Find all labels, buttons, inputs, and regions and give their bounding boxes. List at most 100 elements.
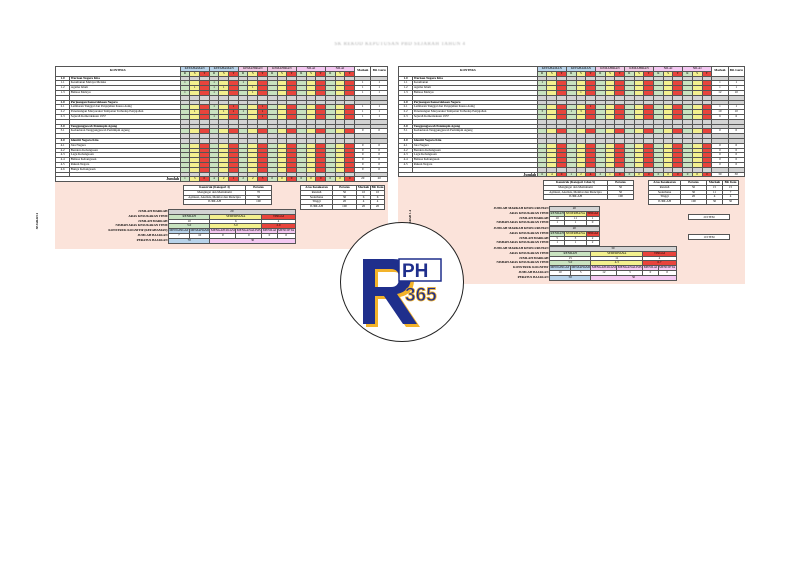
jumlah-cell: 0 — [653, 171, 664, 178]
jumlah-cell: 1 — [228, 176, 239, 183]
table-row — [54, 133, 388, 139]
band-label: ARAS KESUKARAN ITEM — [128, 214, 168, 218]
nisbah-cell: 1 — [564, 240, 587, 247]
aras-cell: TINGGI — [585, 210, 600, 217]
small-header: Bil. Item — [722, 180, 739, 186]
small-header: Aras Kesukaran — [648, 180, 681, 186]
jumlah-cell: 3 — [257, 176, 268, 183]
jumlah-cell: 0 — [266, 176, 278, 183]
konteks-header: KONTEKS — [398, 66, 538, 77]
small-cell: Aplikasi, Analisis, Menilai dan Mencipta — [183, 194, 246, 201]
band-label: NISBAH ARAS KESUKARAN ITEM — [115, 223, 168, 228]
peratus-cell: 30 — [209, 237, 296, 244]
small-cell: 20 — [356, 204, 371, 210]
small-cell: Aplikasi, Analisis, Menilai dan Mencipta — [543, 189, 608, 196]
jumlah-cell: 0 — [325, 176, 336, 183]
jumlah-cell: 2 — [575, 171, 587, 178]
small-cell: 20 — [370, 204, 385, 210]
jumlah-cell: 0 — [701, 171, 713, 178]
table-row — [397, 166, 746, 173]
jumlah-cell: 1 — [565, 171, 577, 178]
jumlah-cell: 0 — [315, 176, 326, 183]
band-label: KONSTRUK KOGNITIF (KEFAHAMAN) — [108, 228, 168, 233]
table-row — [54, 118, 388, 125]
jumlah-label: Jumlah — [398, 171, 538, 178]
konstruk-cell: MENILAI — [642, 265, 659, 271]
band-label: ARAS KESUKARAN ITEM — [509, 211, 549, 215]
jumlah-cell: 0 — [633, 171, 645, 178]
small-cell: 100 — [245, 199, 272, 206]
jumlah-cell: 2 — [237, 176, 249, 183]
small-header: Markah — [356, 185, 371, 191]
small-cell: 30 — [722, 199, 739, 205]
peratus-cell: 50 — [548, 274, 592, 281]
jumlah-cell: 0 — [556, 171, 567, 178]
jumlah-cell: 4 — [546, 171, 558, 178]
band-label: ARAS KESUKARAN ITEM — [509, 231, 549, 235]
band-label: NISBAH ARAS KESUKARAN ITEM — [496, 260, 549, 265]
small-cell: JUMLAH — [543, 194, 608, 201]
item-count: 10 ITEM — [688, 234, 730, 240]
jumlah-cell: 0 — [643, 171, 655, 178]
band-label: NISBAH ARAS KESUKARAN ITEM — [496, 240, 549, 245]
jumlah-cell: 0 — [344, 176, 356, 183]
band-label: JUMLAH MARKAH — [138, 219, 168, 223]
jumlah-cell: 0 — [614, 171, 626, 178]
jumlah-cell: 0 — [286, 176, 297, 183]
nisbah-cell: 0 — [585, 220, 600, 227]
konstruk-cell: MENGAPLIKASI — [590, 265, 618, 271]
jumlah-cell: 6 — [536, 171, 548, 178]
small-header: Bil. Item — [370, 185, 385, 191]
konstruk-cell: MENGINGAT — [168, 228, 190, 234]
band-row: KONSTRUK KOGNITIF (KEFAHAMAN)MENGINGAT ME… — [65, 228, 296, 234]
nisbah-cell: 1 — [548, 220, 566, 227]
jumlah-markah: 30 — [711, 171, 729, 178]
konstruk-cell: MENGANALISIS — [235, 228, 263, 234]
jumlah-cell: 0 — [334, 176, 346, 183]
small-cell: JUMLAH — [300, 204, 333, 210]
band-label: PERATUS BAJAKAN — [517, 275, 549, 279]
rph365-logo: PH 365 — [340, 222, 464, 342]
aras-cell: RENDAH — [548, 210, 566, 217]
jumlah-cell: 1 — [604, 171, 616, 178]
small-row: Aplikasi, Analisis, Menilai dan Mencipta… — [183, 194, 272, 201]
band-label: PERATUS BAJAKAN — [136, 238, 168, 242]
markah-header: Markah — [354, 66, 372, 77]
small-header: Aras Kesukaran — [300, 185, 333, 191]
band-vertical-label: SEJARAH 4 — [35, 213, 39, 230]
jumlah-cell: 0 — [691, 171, 703, 178]
jumlah-cell: 4 — [585, 171, 596, 178]
jumlah-cell: 0 — [682, 171, 693, 178]
small-cell: JUMLAH — [183, 199, 246, 206]
jumlah-cell: 1 — [179, 176, 191, 183]
jumlah-cell: 0 — [624, 171, 635, 178]
jumlah-cell: 2 — [247, 176, 259, 183]
small-cell: 100 — [332, 204, 357, 210]
